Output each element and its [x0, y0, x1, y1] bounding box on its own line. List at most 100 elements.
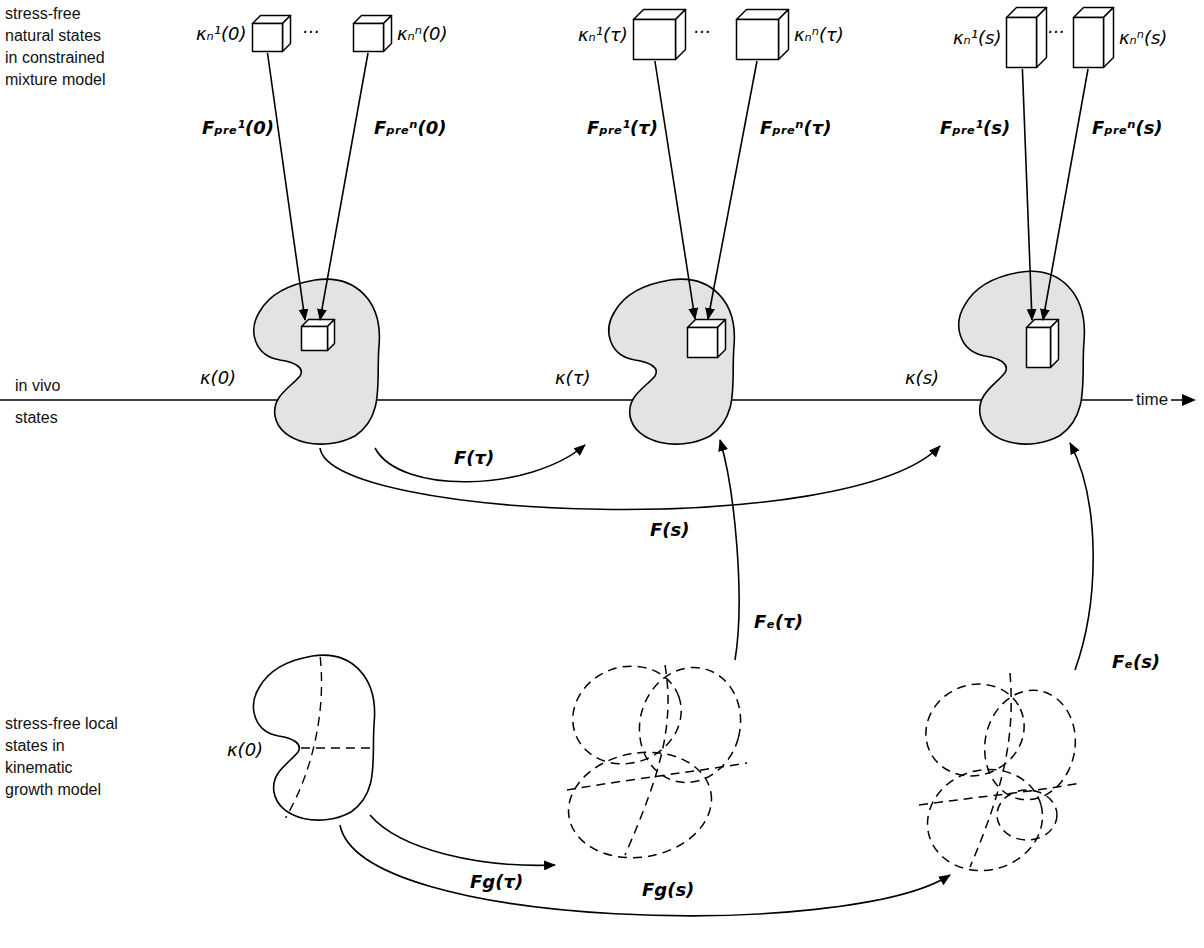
state-label: κₙ¹(s): [953, 28, 1001, 48]
body-contour: [609, 279, 735, 444]
deformation-label: Fₚᵣₑⁿ(0): [372, 118, 448, 139]
body-shape: [609, 279, 735, 444]
ellipsis: ···: [302, 22, 319, 42]
body-outline: [905, 262, 1090, 448]
cube-front: [633, 20, 675, 60]
label-holder: Fₚᵣₑⁿ(τ): [758, 118, 833, 139]
cube-front: [688, 328, 718, 358]
deformation-label: Fg(s): [640, 880, 696, 901]
state-label: κₙⁿ(0): [397, 24, 447, 44]
body-shape: [254, 279, 380, 444]
state-label: κₙ¹(τ): [578, 25, 628, 45]
cube-front: [252, 24, 282, 52]
label-holder: F(s): [648, 520, 691, 541]
natural-state-cube: κₙⁿ(τ): [735, 8, 844, 61]
grown-local-states: [565, 655, 750, 865]
time-arrowhead: [1182, 394, 1196, 406]
cube-side: [1104, 8, 1114, 68]
state-label: κₙ¹(0): [196, 24, 247, 44]
dashed-piece: [559, 651, 695, 779]
body-label: κ(τ): [555, 368, 591, 388]
label-holder: Fg(τ): [468, 872, 525, 893]
cube-symbol: [686, 318, 727, 359]
mapping-arrow: [320, 446, 940, 509]
dashed-piece: [919, 783, 1081, 805]
mapping-arrow: [708, 61, 757, 319]
state-label: κₙⁿ(τ): [794, 25, 844, 45]
cube-symbol: [352, 14, 393, 53]
body-outline: [225, 650, 385, 825]
label-holder: ···: [302, 22, 319, 42]
cube-side: [1037, 8, 1047, 68]
label-holder: Fₚᵣₑⁿ(s): [1090, 118, 1165, 139]
body-label: κ(s): [905, 368, 939, 388]
dashed-piece: [976, 683, 1084, 807]
cube-symbol: [1005, 6, 1048, 69]
body-shape: [959, 271, 1085, 444]
mapping-arrow: [320, 53, 368, 320]
deformation-label: Fₚᵣₑⁿ(τ): [758, 118, 833, 139]
natural-state-cube: κₙⁿ(s): [1072, 6, 1167, 69]
dashed-cut: [286, 657, 322, 818]
cube-side: [384, 16, 392, 52]
cube-side: [675, 10, 685, 60]
label-holder: Fₚᵣₑ¹(τ): [585, 118, 660, 139]
cube-side: [718, 320, 726, 358]
body-outline: [565, 655, 750, 865]
cube-symbol: [735, 8, 790, 61]
label-holder: Fₚᵣₑⁿ(0): [372, 118, 448, 139]
in-vivo-body: κ(s): [905, 262, 1090, 448]
deformation-label: Fₚᵣₑ¹(0): [200, 118, 276, 139]
row-label: stress-free local states in kinematic gr…: [5, 713, 123, 801]
mapping-arrow: [340, 825, 950, 916]
label-holder: Fₚᵣₑ¹(s): [938, 118, 1012, 139]
cube-symbol: [1072, 6, 1115, 69]
cube-front: [302, 327, 328, 351]
deformation-label: F(τ): [452, 448, 496, 469]
body-shape: [254, 655, 375, 820]
label-holder: ···: [693, 22, 710, 42]
ellipsis: ···: [1047, 22, 1064, 42]
axis-label: time: [1133, 389, 1171, 411]
dashed-piece: [911, 668, 1040, 792]
cube-symbol: [251, 14, 292, 53]
mapping-arrow: [720, 440, 739, 660]
deformation-label: Fₚᵣₑ¹(s): [938, 118, 1012, 139]
mapping-arrow: [1022, 69, 1032, 320]
body-outline: [915, 665, 1085, 875]
grown-local-states: [915, 665, 1085, 875]
natural-state-cube: κₙ¹(τ): [578, 8, 687, 61]
cube-symbol: [632, 8, 687, 61]
deformation-label: F(s): [648, 520, 691, 541]
body-contour: [959, 271, 1085, 444]
cube-side: [282, 16, 290, 52]
cube-side: [1051, 320, 1059, 368]
cube-side: [328, 320, 335, 351]
label-holder: time: [1133, 389, 1171, 411]
cube-front: [354, 24, 384, 52]
natural-state-cube: κₙ¹(s): [953, 6, 1048, 69]
dashed-piece: [627, 656, 754, 794]
dashed-piece: [625, 665, 668, 855]
mapping-arrow: [268, 53, 306, 320]
label-holder: F(τ): [452, 448, 496, 469]
dashed-piece: [560, 741, 720, 868]
in-vivo-body: κ(τ): [555, 268, 740, 448]
cube-front: [1007, 18, 1037, 68]
natural-state-cube: κₙ¹(0): [196, 14, 292, 53]
row-label: stress-free natural states in constraine…: [5, 3, 111, 91]
label-holder: Fg(s): [640, 880, 696, 901]
label-holder: in vivo states: [15, 370, 77, 434]
body-label: κ(0): [200, 368, 236, 388]
in-vivo-body: κ(0): [200, 268, 385, 448]
ellipsis: ···: [693, 22, 710, 42]
label-holder: Fₑ(τ): [752, 612, 805, 633]
label-holder: stress-free natural states in constraine…: [5, 3, 111, 91]
label-holder: Fₚᵣₑ¹(0): [200, 118, 276, 139]
dashed-piece: [916, 757, 1054, 884]
mapping-arrow: [375, 445, 585, 482]
deformation-label: Fg(τ): [468, 872, 525, 893]
label-holder: ···: [1047, 22, 1064, 42]
deformation-label: Fₚᵣₑ¹(τ): [585, 118, 660, 139]
